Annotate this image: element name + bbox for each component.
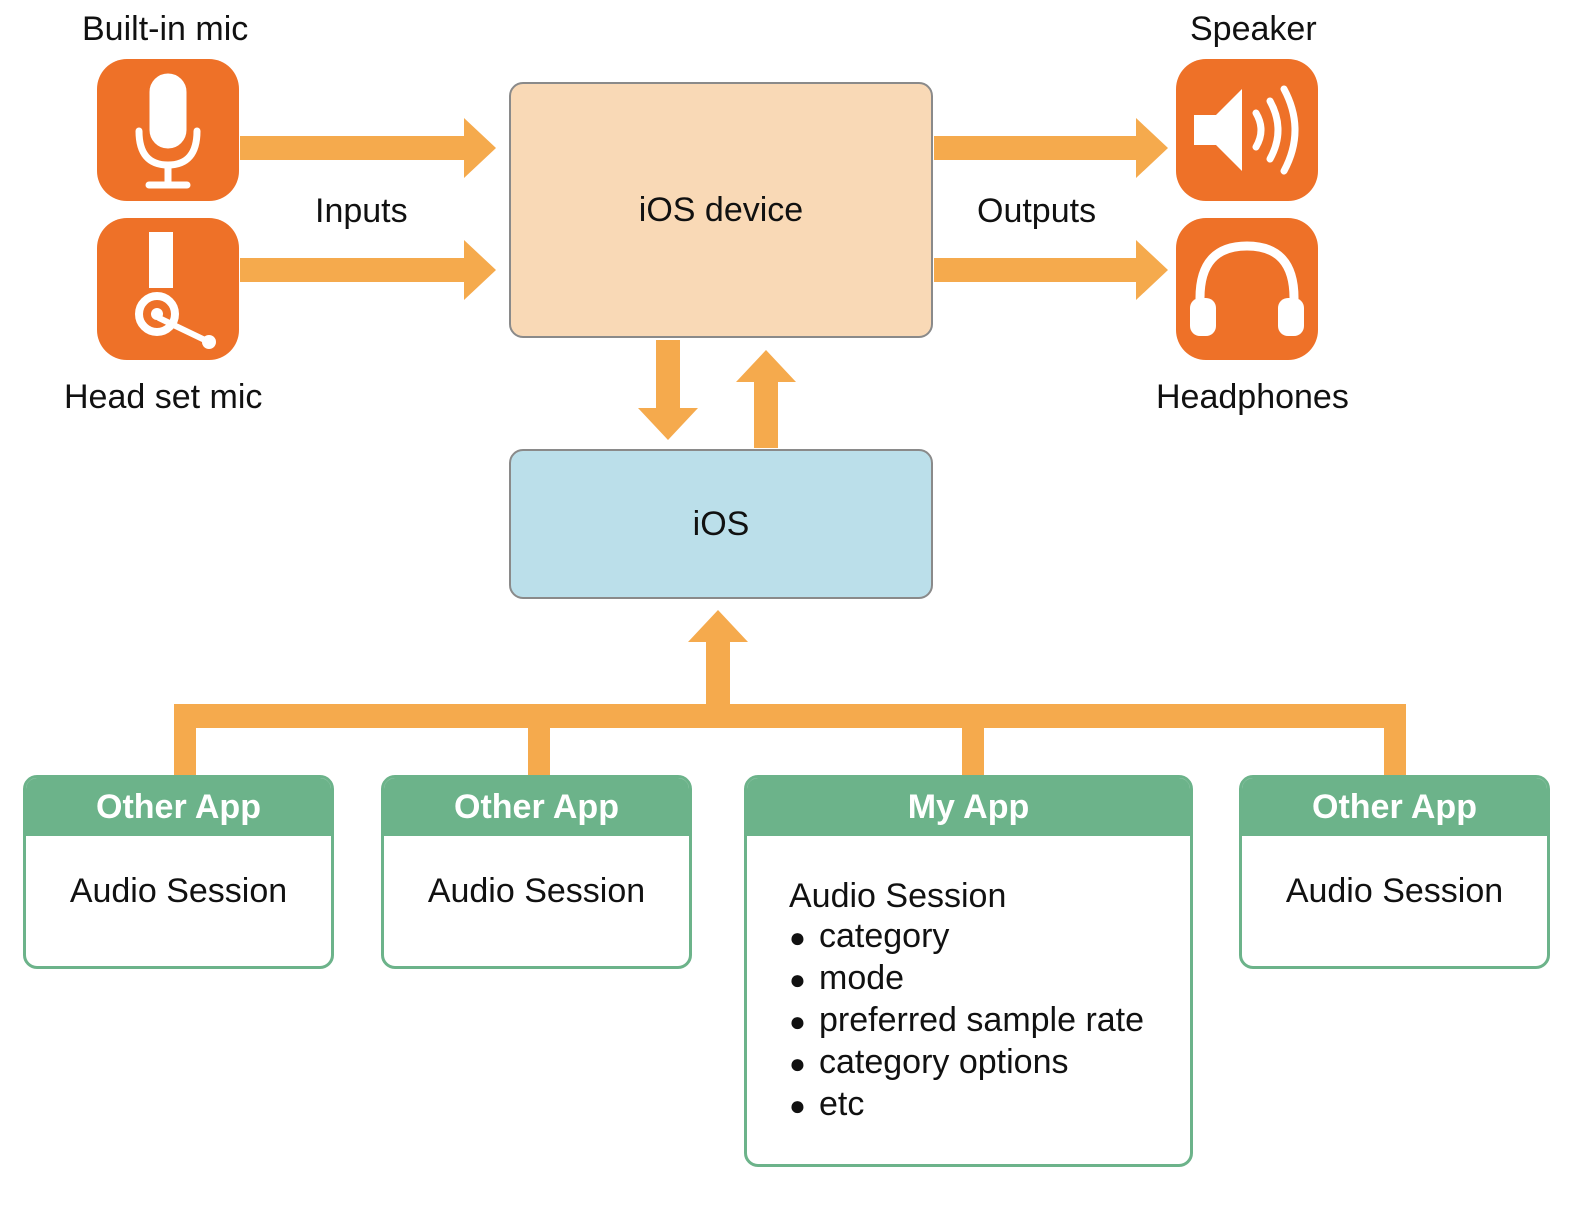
- session-property-list: category mode preferred sample rate cate…: [789, 916, 1190, 1126]
- builtin-mic-tile: [97, 59, 239, 201]
- app-title: Other App: [26, 778, 331, 836]
- ios-device-box: iOS device: [509, 82, 933, 338]
- app-box-other-1: Other App Audio Session: [23, 775, 334, 969]
- headset-mic-label: Head set mic: [64, 378, 263, 416]
- app-title: Other App: [1242, 778, 1547, 836]
- session-property: mode: [789, 958, 1190, 1000]
- ios-label: iOS: [692, 504, 750, 543]
- inputs-label: Inputs: [315, 192, 408, 230]
- ios-box: iOS: [509, 449, 933, 599]
- session-property: category: [789, 916, 1190, 958]
- session-property: etc: [789, 1084, 1190, 1126]
- bus-drop-app2: [528, 704, 550, 778]
- audio-session-label: Audio Session: [1285, 872, 1504, 910]
- arrow-builtin-to-device: [240, 118, 496, 178]
- bus-drop-app3: [962, 704, 984, 778]
- bus-drop-app1: [174, 704, 196, 778]
- audio-session-label: Audio Session: [789, 877, 1007, 915]
- session-property: category options: [789, 1042, 1190, 1084]
- audio-session-label: Audio Session: [69, 872, 288, 910]
- apps-bus-line: [174, 704, 1406, 728]
- session-property: preferred sample rate: [789, 1000, 1190, 1042]
- speaker-tile: [1176, 59, 1318, 201]
- speaker-icon: [1194, 85, 1299, 175]
- bus-drop-app4: [1384, 704, 1406, 778]
- arrow-device-to-headphones: [934, 240, 1168, 300]
- app-box-other-3: Other App Audio Session: [1239, 775, 1550, 969]
- builtin-mic-label: Built-in mic: [82, 10, 249, 48]
- my-app-session-details: Audio Session category mode preferred sa…: [747, 836, 1190, 1126]
- ios-device-label: iOS device: [638, 190, 804, 229]
- app-title: Other App: [384, 778, 689, 836]
- arrow-headset-to-device: [240, 240, 496, 300]
- arrow-device-to-speaker: [934, 118, 1168, 178]
- arrow-ios-to-device: [736, 350, 796, 448]
- arrow-device-to-ios: [638, 340, 698, 440]
- speaker-label: Speaker: [1190, 10, 1317, 48]
- headset-mic-icon: [135, 232, 216, 349]
- headphones-label: Headphones: [1156, 378, 1349, 416]
- app-title: My App: [747, 778, 1190, 836]
- app-box-other-2: Other App Audio Session: [381, 775, 692, 969]
- headphones-tile: [1176, 218, 1318, 360]
- outputs-label: Outputs: [977, 192, 1097, 230]
- audio-session-label: Audio Session: [427, 872, 646, 910]
- headphones-icon: [1190, 241, 1304, 336]
- microphone-icon: [135, 73, 201, 189]
- app-box-my-app: My App Audio Session category mode prefe…: [744, 775, 1193, 1167]
- arrow-apps-to-ios: [688, 610, 748, 706]
- headset-mic-tile: [97, 218, 239, 360]
